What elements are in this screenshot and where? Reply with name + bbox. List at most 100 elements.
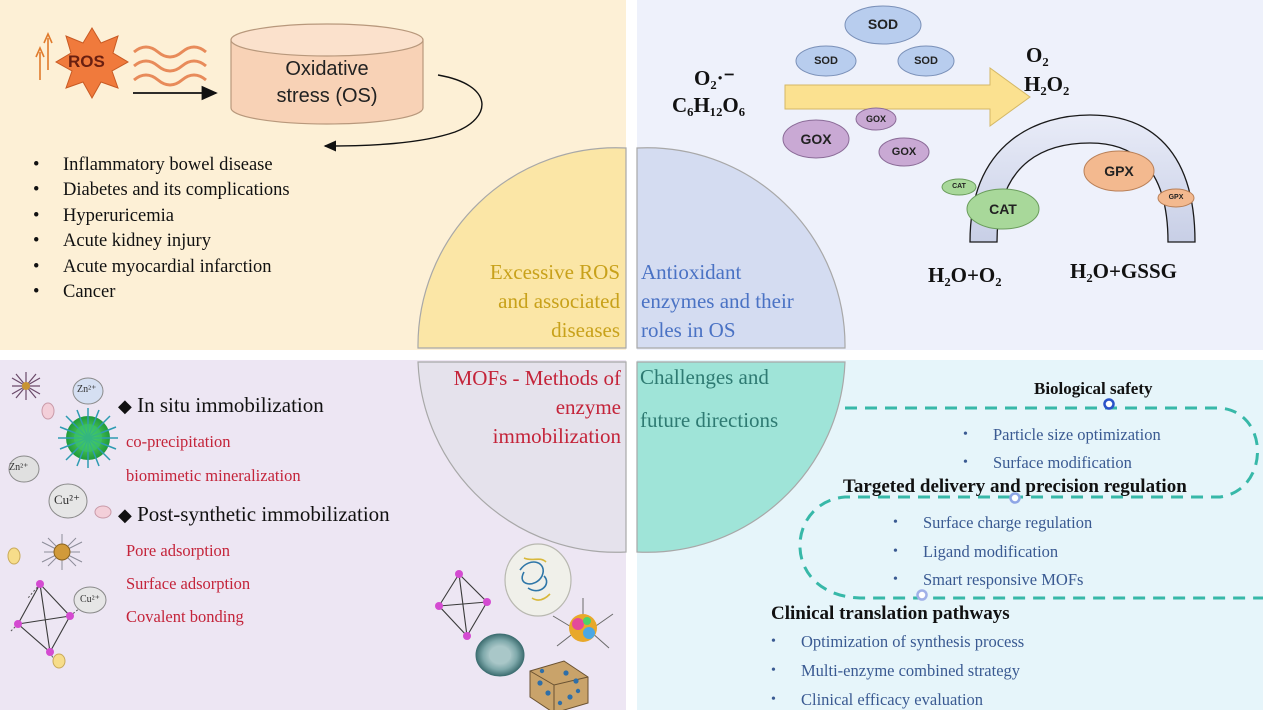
post-item: Covalent bonding [126,607,244,626]
safety-list: Particle size optimization Surface modif… [963,421,1161,477]
safety-title: Biological safety [1034,379,1153,398]
gpx-enzyme-icon [1083,150,1155,192]
gox-label: GOX [800,131,832,147]
sod-label: SOD [814,55,838,67]
os-label-line2: stress (OS) [276,85,378,107]
porous-shell-icon [475,633,525,677]
disease-item: Acute myocardial infarction [33,255,290,281]
quadrant-excessive-ros [417,147,627,349]
insitu-title-text: In situ immobilization [137,393,324,417]
insitu-item: co-precipitation [126,432,231,451]
sod-enzyme-icon [897,45,955,77]
disease-item: Cancer [33,280,290,306]
ros-label: ROS [68,52,105,71]
targeted-item: Ligand modification [893,538,1092,567]
clinical-title: Clinical translation pathways [771,603,1010,624]
safety-item: Surface modification [963,449,1161,477]
post-item: Surface adsorption [126,574,251,593]
mof-pore-icon [41,534,83,570]
disease-item: Inflammatory bowel disease [33,153,290,179]
cu-ion-icon [73,586,107,614]
quadrant-challenges [636,361,846,553]
cat-enzyme-icon [941,178,977,196]
sod-enzyme-icon [795,45,857,77]
cu-ion-icon [48,483,88,519]
ros-star-icon [55,27,129,100]
cat-label: CAT [989,201,1017,217]
quadrant-tr-text: Antioxidant enzymes and their roles in O… [641,258,841,345]
enzyme-capsule-icon [504,543,572,617]
quadrant-tr-line: roles in OS [641,318,736,342]
mof-octahedron-icon [435,570,491,640]
os-cylinder-icon [230,23,424,125]
quadrant-tl-text: Excessive ROS and associated diseases [430,258,620,345]
zn-ion-label: Zn²⁺ [77,384,97,395]
sod-label: SOD [867,16,899,32]
mof-octahedron-icon [9,580,81,665]
product-cat-reaction: H₂O+O₂ [928,263,1002,287]
quadrant-tl-line: diseases [551,318,620,342]
gpx-label: GPX [1104,163,1134,179]
porous-cube-icon [529,660,589,710]
cu-ion-label: Cu²⁺ [80,594,100,605]
gox-enzyme-icon [855,107,897,131]
reaction-arrow-icon [784,67,1031,127]
particle-icon [52,653,66,669]
gox-label: GOX [891,146,917,158]
clinical-item: Clinical efficacy evaluation [771,685,1024,714]
gox-enzyme-icon [782,119,850,159]
clinical-item: Multi-enzyme combined strategy [771,656,1024,685]
ros-up-arrows-icon [35,32,53,80]
quadrant-tr-line: Antioxidant [641,260,742,284]
product-peroxide: H₂O₂ [1024,72,1070,96]
quadrant-antioxidant-enzymes [636,147,846,349]
quadrant-br-line: future directions [640,408,779,432]
pathway-node-icon [1103,398,1115,410]
post-synthetic-title-text: Post-synthetic immobilization [137,502,390,526]
os-return-arrow [323,74,483,152]
enzyme-mof-composite-icon [58,408,118,468]
safety-dashed-loop [845,406,1259,499]
post-synthetic-title: ◆ Post-synthetic immobilization [118,502,390,527]
particle-icon [7,547,21,565]
gpx-label: GPX [1168,194,1184,201]
wave-icon [133,45,207,87]
particle-icon [41,402,55,420]
quadrant-bl-line: enzyme [555,395,621,419]
product-oxygen: O₂ [1026,43,1049,67]
cat-label: CAT [952,183,966,190]
gpx-enzyme-icon [1157,188,1195,208]
diamond-bullet-icon: ◆ [118,396,132,416]
quadrant-bl-line: MOFs - Methods of [453,366,621,390]
sod-enzyme-icon [844,5,922,45]
sod-label: SOD [914,55,938,67]
targeted-item: Surface charge regulation [893,509,1092,538]
targeted-title: Targeted delivery and precision regulati… [843,476,1187,497]
quadrant-tl-line: and associated [498,289,620,313]
quadrant-tl-line: Excessive ROS [489,260,620,284]
reactant-superoxide: O₂·⁻ [694,66,735,90]
clinical-item: Optimization of synthesis process [771,627,1024,656]
cu-ion-label: Cu²⁺ [54,492,80,507]
insitu-title: ◆ In situ immobilization [118,393,324,418]
zn-ion-label: Zn²⁺ [9,462,29,473]
mof-crystal-icon [11,372,41,400]
enzyme-arch-icon [969,114,1196,243]
quadrant-bl-text: MOFs - Methods of enzyme immobilization [420,364,621,451]
post-item: Pore adsorption [126,541,231,560]
targeted-dashed-loop [798,495,1263,600]
disease-item: Hyperuricemia [33,204,290,230]
diamond-bullet-icon: ◆ [118,505,132,525]
clinical-list: Optimization of synthesis process Multi-… [771,627,1024,714]
quadrant-br-text: Challenges and future directions [640,364,840,450]
zn-ion-icon [72,377,104,405]
targeted-item: Smart responsive MOFs [893,566,1092,595]
disease-item: Diabetes and its complications [33,178,290,204]
product-gpx-reaction: H₂O+GSSG [1070,259,1177,283]
insitu-item: biomimetic mineralization [126,466,301,485]
gox-label: GOX [865,114,886,124]
quadrant-bl-line: immobilization [492,424,621,448]
pathway-node-icon [1009,492,1021,504]
reactant-glucose: C₆H₁₂O₆ [672,93,746,117]
